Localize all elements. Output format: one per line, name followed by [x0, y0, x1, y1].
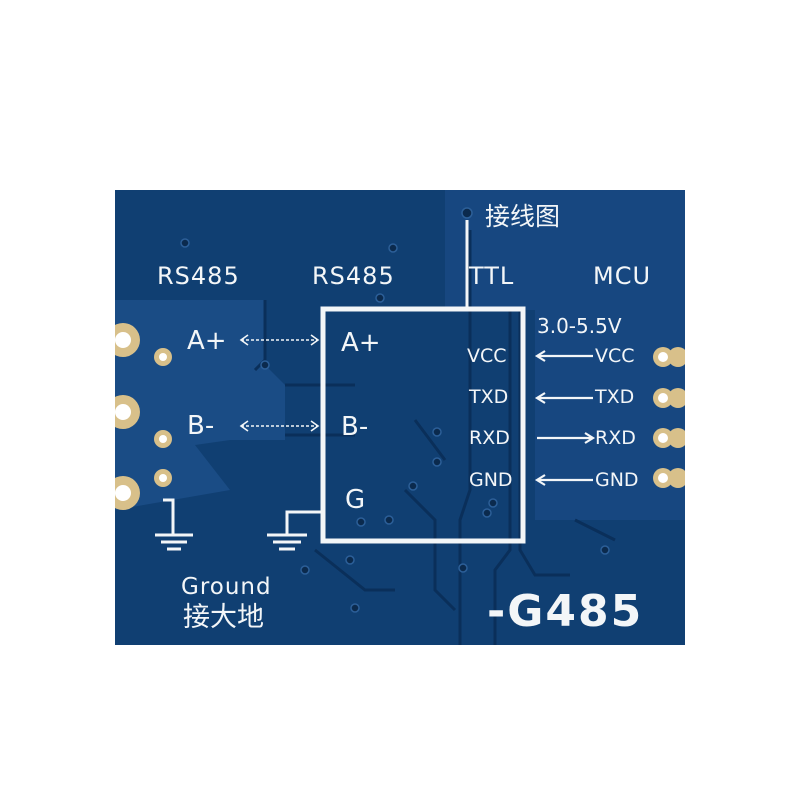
ttl-pin-gnd: GND [469, 469, 513, 491]
diagram-title: 接线图 [485, 202, 561, 231]
a-plus-arrow [239, 334, 320, 346]
right-pads [653, 347, 685, 488]
module-outline [320, 306, 526, 544]
ttl-pin-vcc: VCC [467, 345, 507, 367]
ground-symbol-left [155, 498, 193, 551]
rs485-left-header: RS485 [157, 262, 240, 290]
mcu-pin-rxd: RXD [595, 427, 636, 449]
module-pin-b-minus: B- [341, 412, 369, 442]
module-pin-a-plus: A+ [341, 328, 381, 358]
voltage-label: 3.0-5.5V [537, 314, 622, 338]
rs485-center-header: RS485 [312, 262, 395, 290]
mcu-header: MCU [593, 262, 652, 290]
ground-symbol-right [267, 510, 323, 551]
copper-pour-left [115, 300, 285, 445]
ground-label-en: Ground [181, 574, 272, 600]
mcu-pin-gnd: GND [595, 469, 639, 491]
left-pin-b-minus: B- [187, 411, 215, 441]
ttl-header: TTL [469, 262, 515, 290]
ttl-mcu-arrows [534, 350, 596, 486]
mcu-pin-txd: TXD [595, 386, 635, 408]
module-pin-g: G [345, 485, 366, 515]
pcb-traces [253, 230, 616, 645]
b-minus-arrow [239, 420, 320, 432]
vias [180, 207, 610, 613]
ground-label-cn: 接大地 [183, 602, 264, 633]
left-pads [115, 323, 172, 510]
model-label: -G485 [487, 586, 644, 637]
pcb-artwork [115, 190, 685, 645]
mcu-pin-vcc: VCC [595, 345, 635, 367]
left-pin-a-plus: A+ [187, 326, 227, 356]
copper-pour-left-bottom [115, 445, 230, 510]
pcb-board: 接线图 RS485 RS485 TTL MCU 3.0-5.5V A+ B- A… [115, 190, 685, 645]
ttl-pin-txd: TXD [469, 386, 509, 408]
ttl-pin-rxd: RXD [469, 427, 510, 449]
